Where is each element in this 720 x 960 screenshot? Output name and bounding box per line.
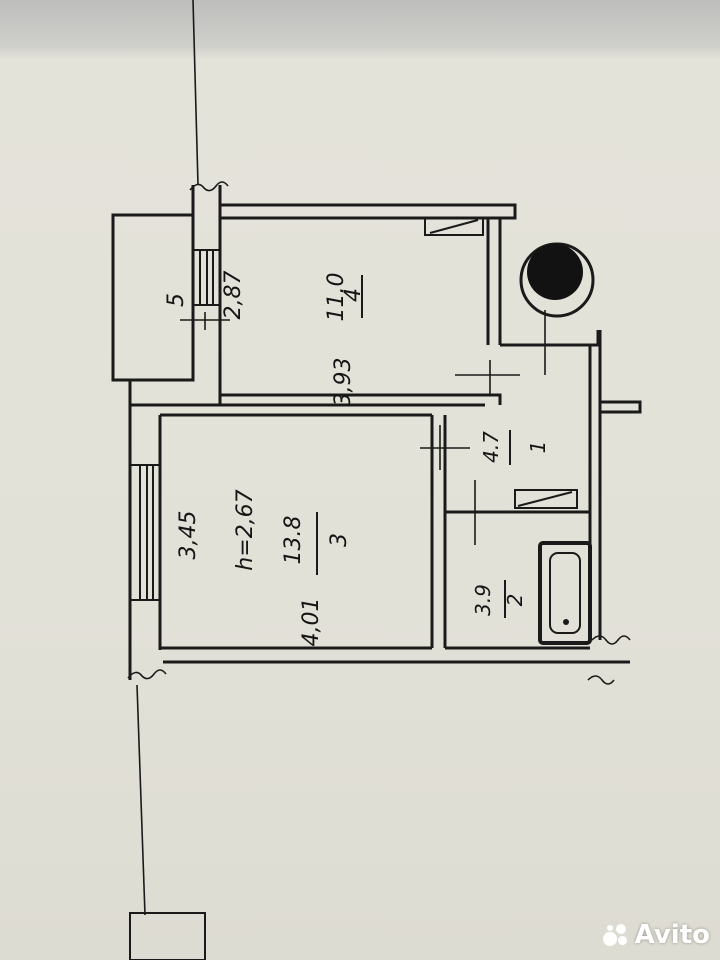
wall-break bbox=[127, 669, 167, 680]
background-band bbox=[0, 0, 720, 48]
balcony-dim: 2,87 bbox=[221, 271, 246, 320]
avito-logo-icon bbox=[602, 922, 629, 948]
bathtub-inner bbox=[549, 552, 581, 634]
wall-break bbox=[591, 635, 631, 645]
room-2-number: 2 bbox=[503, 594, 527, 607]
room-5-number: 5 bbox=[164, 293, 189, 307]
hall-top-wall bbox=[500, 330, 600, 347]
room-4-bottom-wall bbox=[220, 393, 502, 405]
wall-break bbox=[587, 675, 615, 685]
room-3-dim-bottom: 4,01 bbox=[299, 598, 324, 647]
vent-duct-diagonal bbox=[429, 219, 479, 234]
room-4-dim: 3,93 bbox=[331, 358, 356, 407]
lower-structure bbox=[129, 912, 206, 960]
reference-line-top bbox=[192, 0, 199, 186]
room-3-number: 3 bbox=[327, 533, 352, 547]
avito-watermark: Avito bbox=[602, 920, 710, 950]
room-1-number: 1 bbox=[526, 441, 550, 454]
room-3-dim-left: 3,45 bbox=[176, 511, 201, 560]
reference-line-bottom bbox=[136, 684, 146, 916]
bathtub-drain bbox=[563, 619, 569, 625]
hall-cabinet-diagonal bbox=[517, 491, 573, 507]
room-3-area: 13.8 bbox=[281, 516, 306, 565]
circle-marker-fill bbox=[527, 244, 583, 300]
vent-duct bbox=[424, 217, 484, 236]
room-4-top-wall bbox=[220, 203, 517, 345]
wall-stub bbox=[600, 400, 642, 414]
hall-cabinet bbox=[514, 489, 578, 509]
bathtub bbox=[538, 541, 592, 645]
room-3-height: h=2,67 bbox=[233, 489, 258, 570]
room-4-number: 4 bbox=[341, 288, 366, 302]
room-2-area: 3.9 bbox=[471, 584, 495, 616]
room-1-area: 4.7 bbox=[479, 431, 503, 463]
circle-marker-outline bbox=[519, 242, 595, 318]
avito-watermark-text: Avito bbox=[634, 920, 710, 950]
wall-break bbox=[189, 181, 229, 192]
room-4-area: 11.0 bbox=[324, 273, 349, 322]
